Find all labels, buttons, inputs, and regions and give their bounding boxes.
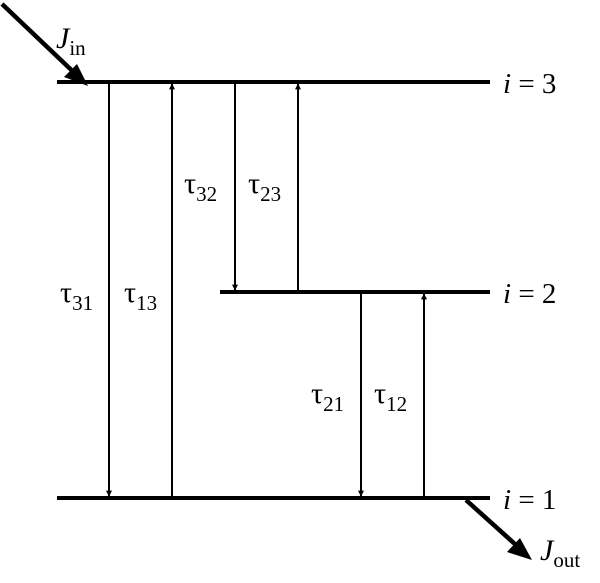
tau-23-label: τ23 — [248, 167, 281, 206]
tau-32-label: τ32 — [184, 167, 217, 206]
level-3-label: i = 3 — [503, 68, 556, 100]
flux-out-arrowhead — [507, 538, 532, 560]
level-2-label: i = 2 — [503, 278, 556, 310]
tau-31-label: τ31 — [60, 276, 93, 315]
tau-12-label: τ12 — [374, 377, 407, 416]
flux-out-label: Jout — [540, 534, 580, 572]
flux-in-arrow — [0, 2, 86, 84]
level-1-label: i = 1 — [503, 484, 556, 516]
flux-in-label: Jin — [56, 22, 86, 60]
tau-13-label: τ13 — [124, 276, 157, 315]
tau-21-label: τ21 — [311, 377, 344, 416]
flux-in-arrowhead — [64, 64, 88, 86]
